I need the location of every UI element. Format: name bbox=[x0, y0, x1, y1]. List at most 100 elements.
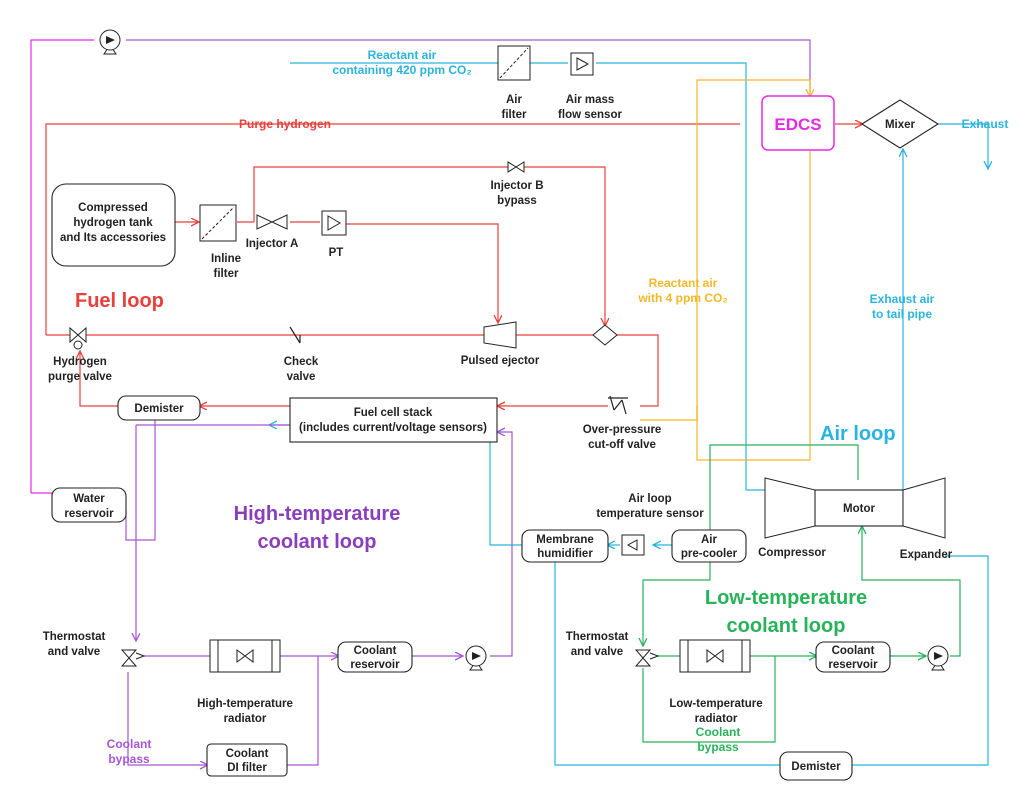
motor-to-precooler-line bbox=[709, 444, 859, 530]
di-filter-return-line bbox=[287, 656, 319, 766]
purge-valve-label-2: purge valve bbox=[48, 371, 112, 383]
air-filter-label-1: Air bbox=[506, 94, 523, 106]
h2-tank-label-2: hydrogen tank bbox=[73, 217, 153, 229]
demister-top-label: Demister bbox=[134, 403, 184, 415]
thermostat-ht-icon bbox=[120, 649, 146, 667]
membrane-humidifier-label-1: Membrane bbox=[536, 534, 594, 546]
air-filter-label-2: filter bbox=[502, 109, 527, 121]
check-valve-label-1: Check bbox=[284, 356, 319, 368]
fc-stack-label-1: Fuel cell stack bbox=[354, 407, 433, 419]
fuel-lines bbox=[45, 123, 862, 406]
humidifier-to-demister-line bbox=[554, 560, 780, 766]
air-loop-temp-sensor-label-1: Air loop bbox=[628, 493, 671, 505]
check-valve-icon bbox=[289, 326, 301, 344]
low-temp-lines bbox=[642, 444, 961, 743]
thermostat-ht-label-1: Thermostat bbox=[43, 631, 106, 643]
exhaust-line bbox=[938, 123, 988, 168]
over-pressure-valve-icon bbox=[608, 395, 628, 415]
water-reservoir-label-1: Water bbox=[73, 493, 105, 505]
bypass-to-di-filter-line bbox=[127, 672, 207, 765]
air-mass-flow-sensor-icon bbox=[570, 52, 594, 76]
air-precooler-label-2: pre-cooler bbox=[681, 548, 738, 560]
pump-top-icon bbox=[99, 29, 121, 55]
membrane-humidifier-label-2: humidifier bbox=[537, 548, 593, 560]
fc-stack-label-2: (includes current/voltage sensors) bbox=[299, 422, 487, 434]
compressor-label: Compressor bbox=[758, 547, 826, 559]
coolant-di-filter-label-1: Coolant bbox=[226, 748, 269, 760]
reactant-air-clean-label-1: Reactant air bbox=[649, 276, 718, 290]
purge-hydrogen-line bbox=[45, 123, 740, 335]
lt-radiator-icon bbox=[679, 639, 751, 673]
junction-diamond-icon bbox=[592, 324, 618, 346]
exhaust-air-label-1: Exhaust air bbox=[870, 292, 935, 306]
purge-hydrogen-label: Purge hydrogen bbox=[239, 117, 331, 131]
pt-label: PT bbox=[329, 247, 344, 259]
injector-a-valve-icon bbox=[256, 214, 288, 230]
coolant-reservoir-ht-label-1: Coolant bbox=[354, 645, 397, 657]
coolant-bypass-ht-label-2: bypass bbox=[108, 752, 150, 766]
edcs-lines bbox=[30, 39, 810, 494]
water-reservoir-label-2: reservoir bbox=[64, 508, 114, 520]
membrane-humidifier-box bbox=[521, 529, 609, 563]
high-temp-loop-title-2: coolant loop bbox=[258, 531, 377, 553]
thermostat-ht-label-2: and valve bbox=[48, 646, 100, 658]
h2-tank-box bbox=[51, 183, 176, 267]
pt-to-ejector-line bbox=[346, 223, 498, 322]
reactant-air-in-label-1: Reactant air bbox=[368, 48, 437, 62]
purge-valve-label-1: Hydrogen bbox=[53, 356, 107, 368]
coolant-bypass-lt-label-2: bypass bbox=[697, 740, 739, 754]
coolant-di-filter-label-2: DI filter bbox=[227, 762, 267, 774]
injector-a-label: Injector A bbox=[246, 238, 299, 250]
bypass-line-left bbox=[253, 166, 508, 222]
exhaust-label: Exhaust bbox=[962, 117, 1009, 131]
edcs-to-stack-reactant-line-loop bbox=[696, 79, 811, 461]
pulsed-ejector-icon bbox=[483, 321, 517, 349]
water-reservoir-box bbox=[51, 487, 127, 523]
reactant-to-overpressure-line bbox=[640, 406, 698, 421]
air-loop-title: Air loop bbox=[820, 423, 896, 445]
demister-bottom-box bbox=[779, 751, 853, 781]
pump-to-edcs-line bbox=[126, 39, 810, 96]
purge-valve-icon bbox=[69, 326, 87, 350]
pulsed-ejector-label: Pulsed ejector bbox=[461, 355, 540, 367]
pump-lt-icon bbox=[927, 645, 949, 671]
coolant-reservoir-lt-box bbox=[815, 641, 891, 673]
coolant-di-filter-box bbox=[206, 743, 288, 777]
high-temp-loop-title-1: High-temperature bbox=[234, 503, 401, 525]
low-temp-loop-title-1: Low-temperature bbox=[705, 587, 867, 609]
air-loop-temperature-sensor-icon bbox=[621, 534, 645, 556]
air-mass-flow-label-2: flow sensor bbox=[558, 109, 622, 121]
h2-tank-label-1: Compressed bbox=[78, 202, 148, 214]
precooler-to-thermostat-line bbox=[643, 552, 711, 645]
injector-b-label-2: bypass bbox=[497, 195, 537, 207]
air-filter-icon bbox=[497, 45, 531, 81]
ht-radiator-label-1: High-temperature bbox=[197, 698, 293, 710]
coolant-bypass-ht-label-1: Coolant bbox=[107, 737, 152, 751]
exhaust-air-label-2: to tail pipe bbox=[872, 307, 932, 321]
injector-b-valve-icon bbox=[507, 161, 525, 173]
mfs-to-compressor-line bbox=[596, 62, 747, 490]
over-pressure-label-2: cut-off valve bbox=[588, 439, 656, 451]
edcs-box bbox=[761, 95, 835, 151]
inline-filter-icon bbox=[199, 204, 237, 242]
reactant-clean-lines bbox=[640, 79, 811, 461]
reactant-air-clean-label-2: with 4 ppm CO₂ bbox=[637, 291, 727, 305]
air-loop-temp-sensor-label-2: temperature sensor bbox=[596, 508, 704, 520]
thermostat-lt-label-1: Thermostat bbox=[566, 631, 629, 643]
pump-to-motor-line bbox=[862, 527, 961, 657]
mixer-label: Mixer bbox=[885, 119, 916, 131]
humidifier-to-stack-line bbox=[270, 425, 522, 546]
coolant-reservoir-ht-label-2: reservoir bbox=[350, 659, 400, 671]
edcs-label: EDCS bbox=[774, 115, 821, 134]
coolant-reservoir-lt-label-1: Coolant bbox=[832, 645, 875, 657]
thermostat-lt-icon bbox=[634, 649, 660, 667]
ht-radiator-icon bbox=[209, 639, 281, 673]
low-temp-loop-title-2: coolant loop bbox=[727, 615, 846, 637]
fc-stack-box bbox=[289, 397, 498, 443]
coolant-bypass-lt-label-1: Coolant bbox=[696, 725, 741, 739]
lt-bypass-line bbox=[642, 656, 776, 743]
water-reservoir-to-pump-line bbox=[30, 39, 94, 493]
lt-radiator-label-2: radiator bbox=[695, 713, 738, 725]
